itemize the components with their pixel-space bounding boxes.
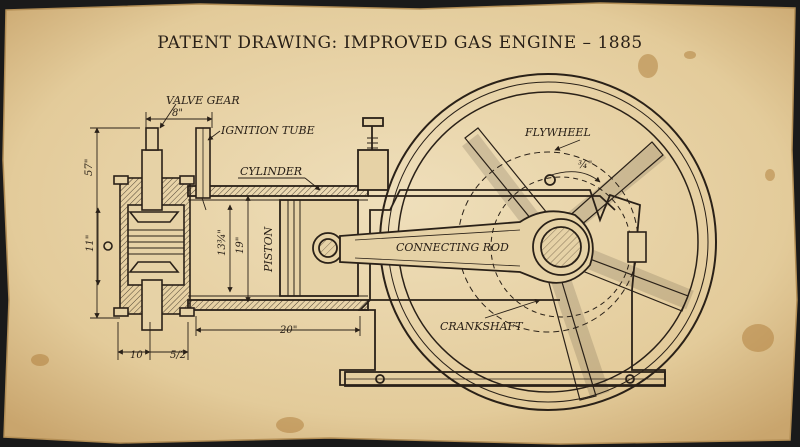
dim-bottom-right: 5/2 xyxy=(170,350,186,361)
crankshaft-path xyxy=(490,176,647,318)
label-connecting-rod: CONNECTING ROD xyxy=(396,241,509,254)
cylinder-head xyxy=(103,127,195,331)
label-crankshaft: CRANKSHAFT xyxy=(440,320,524,333)
paper-stains xyxy=(31,51,775,433)
dim-bore-outer: 19" xyxy=(235,237,246,254)
dim-height-total: 57" xyxy=(84,159,95,176)
label-valve-gear: VALVE GEAR xyxy=(166,94,240,107)
dim-valve-gear-width: 8" xyxy=(172,108,183,119)
connecting-rod xyxy=(339,174,594,284)
label-ignition-tube: IGNITION TUBE xyxy=(220,124,315,137)
dim-bottom-left: 10 xyxy=(130,350,143,361)
dim-bore-inner: 13¾" xyxy=(217,229,228,256)
drawing-title: PATENT DRAWING: IMPROVED GAS ENGINE – 18… xyxy=(157,33,642,53)
ignition-tube xyxy=(195,127,211,199)
cylinder xyxy=(187,117,616,311)
dim-head-height: 11" xyxy=(85,235,96,252)
label-flywheel: FLYWHEEL xyxy=(524,126,591,139)
label-cylinder: CYLINDER xyxy=(240,165,302,178)
leader-lines xyxy=(159,103,581,319)
dim-stroke: 20" xyxy=(279,325,297,336)
label-piston: PISTON xyxy=(262,226,275,273)
dim-crank-radius: ¾" xyxy=(578,160,592,171)
dimension-lines xyxy=(90,112,601,360)
